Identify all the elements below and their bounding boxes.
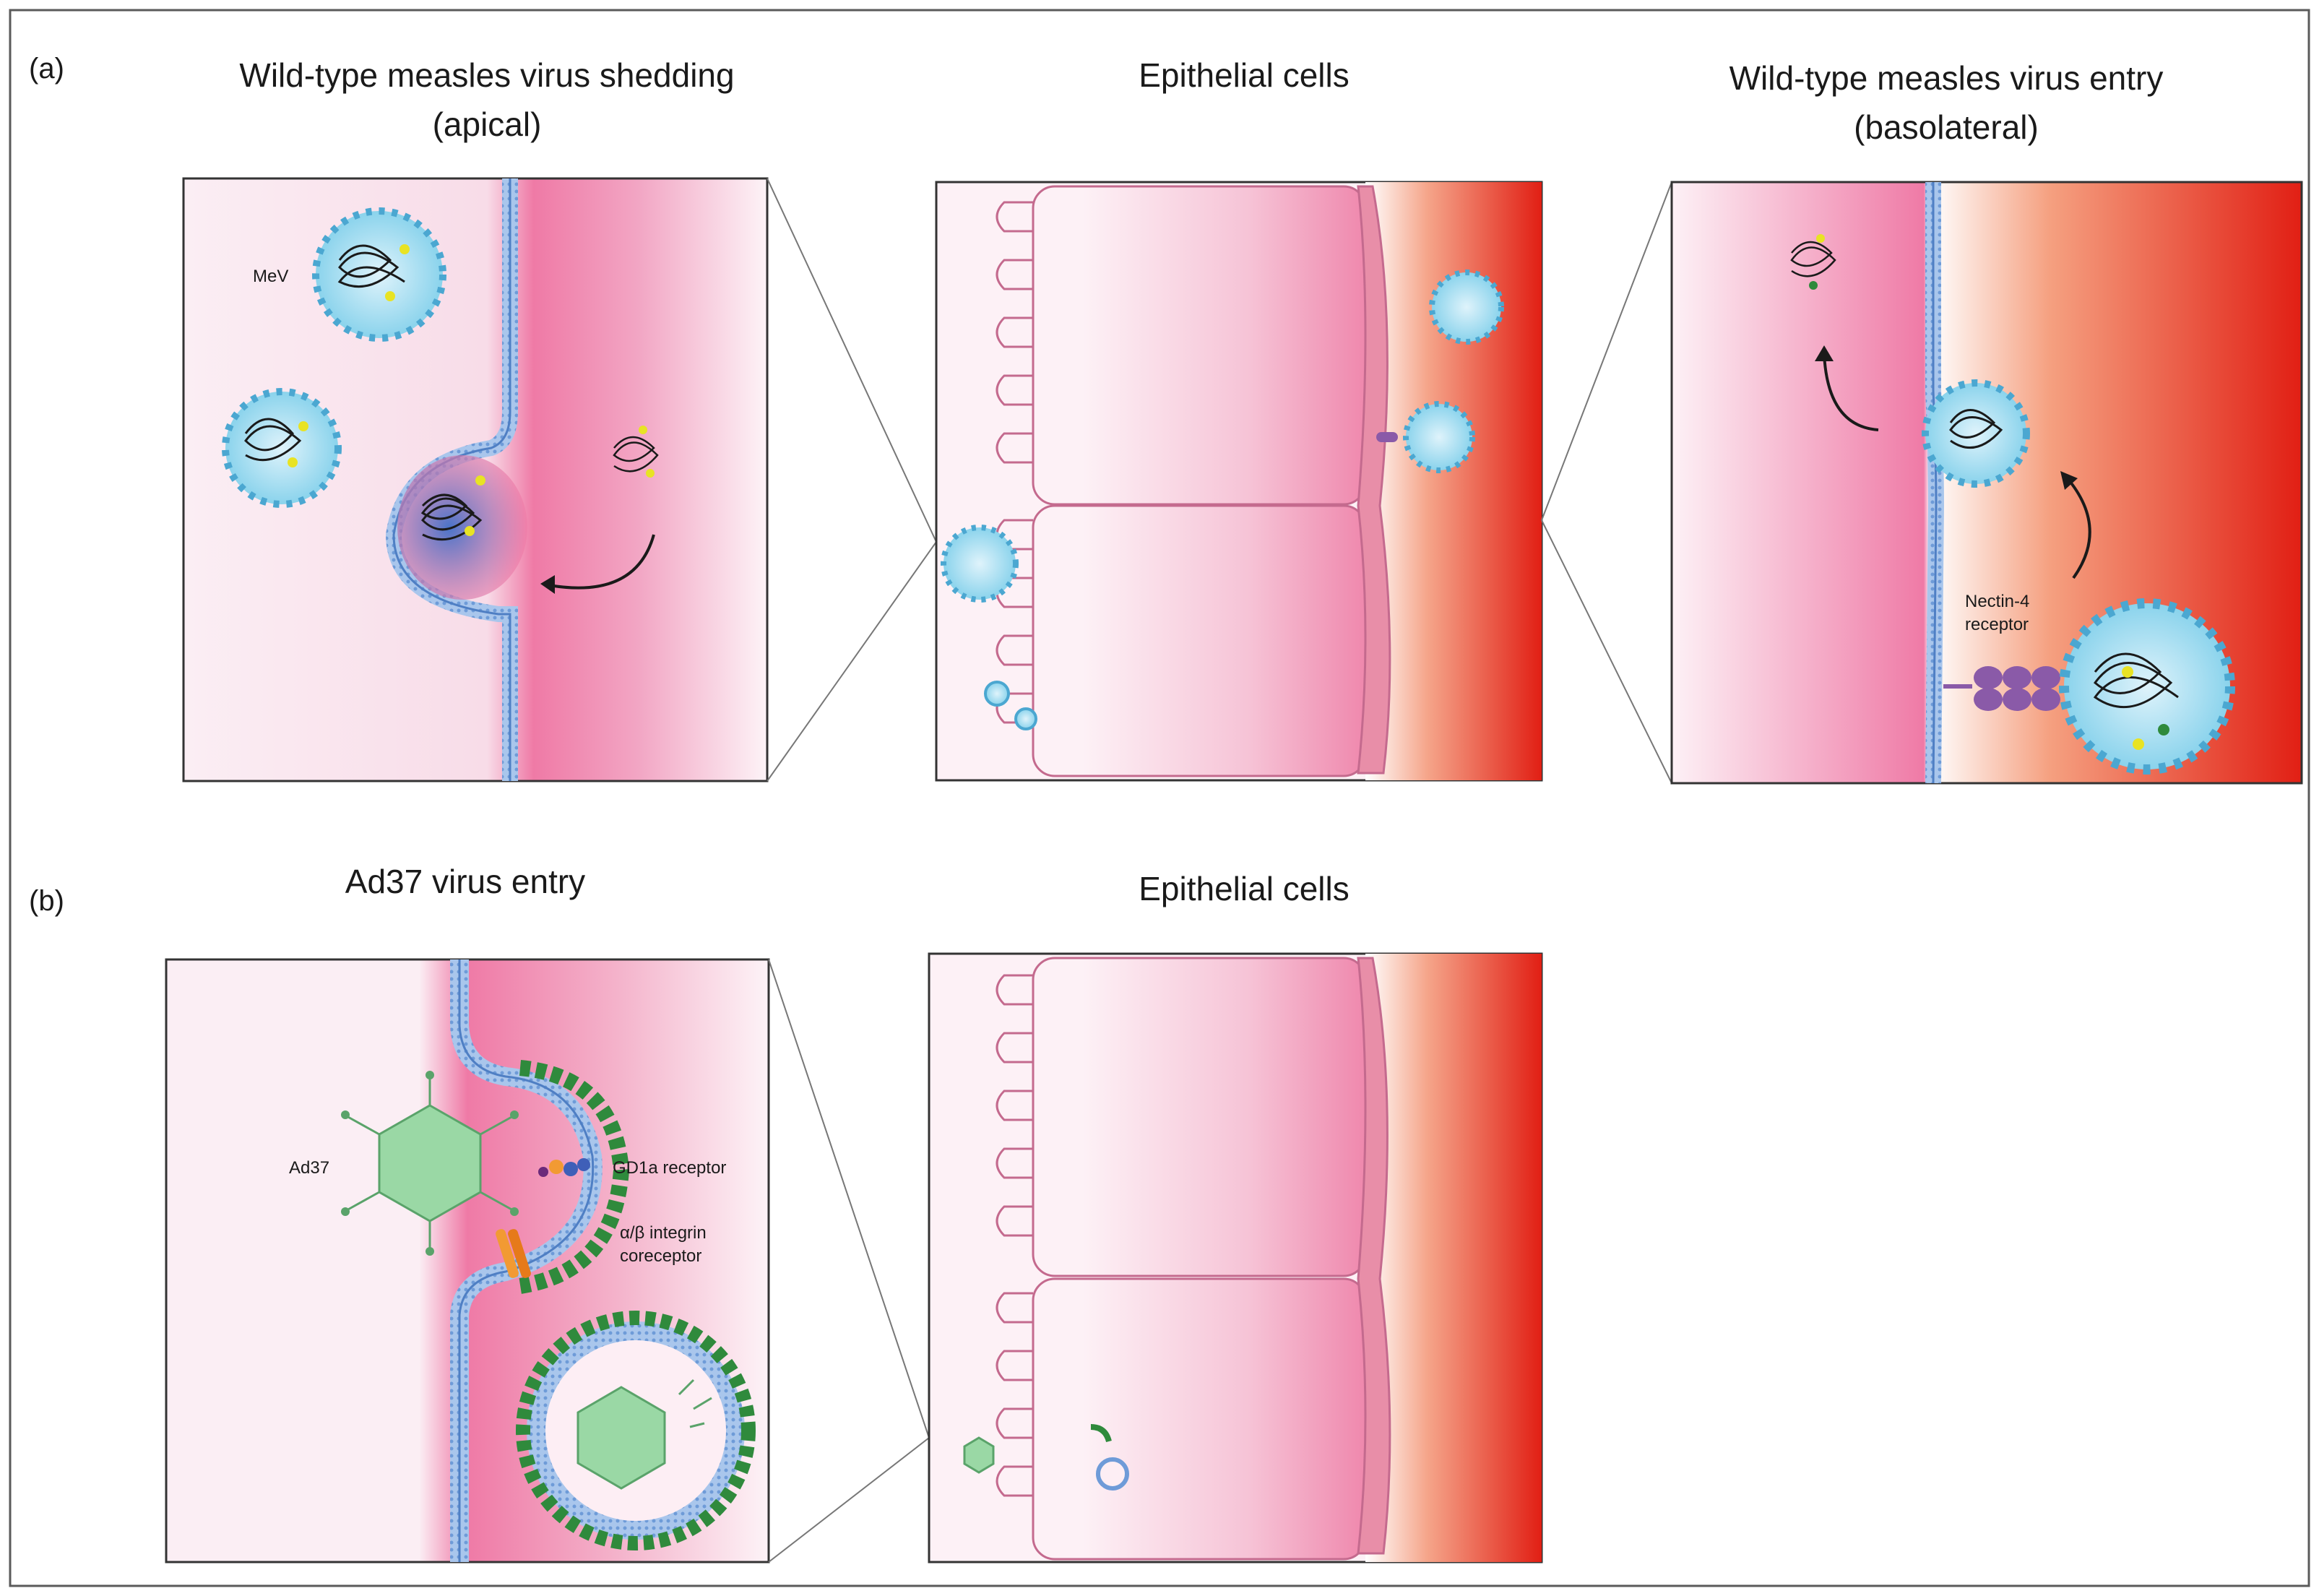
- nectin-mini: [1376, 432, 1398, 442]
- mev-virion-mini: [941, 525, 1019, 603]
- nectin-label-line2: receptor: [1965, 615, 2029, 634]
- zoom-line: [1541, 181, 1672, 521]
- mev-virion-mini: [1014, 707, 1037, 730]
- microvilli: [996, 974, 1033, 1497]
- gd1a-label: GD1a receptor: [613, 1158, 726, 1178]
- entry-arrow-up: [1823, 353, 1879, 431]
- mev-virion-mini: [984, 681, 1010, 707]
- zoom-line: [766, 541, 937, 782]
- panel-b-tag: (b): [29, 885, 64, 917]
- coated-pit-mini: [1090, 1424, 1112, 1443]
- entry-panel: Nectin-4 receptor: [1670, 181, 2303, 785]
- nectin-label-line1: Nectin-4: [1965, 592, 2029, 611]
- zoom-line: [768, 1437, 930, 1563]
- ad37-title: Ad37 virus entry: [345, 863, 585, 900]
- ad37-label: Ad37: [289, 1158, 329, 1178]
- epithelial-title-a: Epithelial cells: [1139, 56, 1349, 94]
- shedding-title-line1: Wild-type measles virus shedding: [239, 56, 734, 94]
- panel-a-tag: (a): [29, 53, 64, 85]
- integrin-label-line2: coreceptor: [620, 1246, 701, 1266]
- entry-title-line1: Wild-type measles virus entry: [1729, 59, 2164, 97]
- gd1a-receptor: [538, 1158, 590, 1177]
- shedding-panel: MeV: [182, 177, 769, 782]
- endosome: [516, 1311, 756, 1550]
- endosome-mini: [1096, 1457, 1129, 1491]
- mev-virion-mini: [1429, 269, 1504, 345]
- entering-virion: [1922, 379, 2030, 488]
- basement-membrane: [1357, 957, 1391, 1555]
- integrin-coreceptor: [496, 1229, 531, 1278]
- shedding-title-line2: (apical): [433, 105, 542, 143]
- mev-label: MeV: [253, 267, 288, 286]
- integrin-label-line1: α/β integrin: [620, 1223, 707, 1243]
- zoom-line: [768, 959, 930, 1438]
- ad37-mini: [963, 1436, 995, 1474]
- mev-virion-large: [2059, 598, 2235, 775]
- ad37-virion: [341, 1071, 519, 1256]
- basement-membrane: [1357, 185, 1391, 775]
- budding-virion: [397, 455, 527, 600]
- clathrin-coat: [519, 1060, 630, 1294]
- mev-virion-top: [312, 207, 446, 342]
- epithelial-panel-b: [928, 952, 1543, 1563]
- shedding-arrow: [548, 534, 655, 590]
- ad37-panel: Ad37 GD1a receptor α/β integrin corecept…: [165, 958, 770, 1563]
- entry-title-line2: (basolateral): [1854, 108, 2039, 146]
- epithelial-panel-a: [935, 181, 1543, 782]
- zoom-line: [766, 178, 937, 543]
- zoom-line: [1541, 519, 1672, 784]
- epithelial-title-b: Epithelial cells: [1139, 870, 1349, 907]
- entry-arrow-approach: [2065, 475, 2091, 579]
- nectin-4-receptor: [1943, 666, 2060, 711]
- bud-ribonucleocapsid: [420, 493, 483, 541]
- mev-virion-mini: [1403, 401, 1475, 473]
- cytoplasmic-rnp: [613, 426, 659, 478]
- mev-virion-left: [222, 388, 342, 508]
- released-rnp: [1790, 234, 1836, 290]
- figure-border: [9, 9, 2310, 1587]
